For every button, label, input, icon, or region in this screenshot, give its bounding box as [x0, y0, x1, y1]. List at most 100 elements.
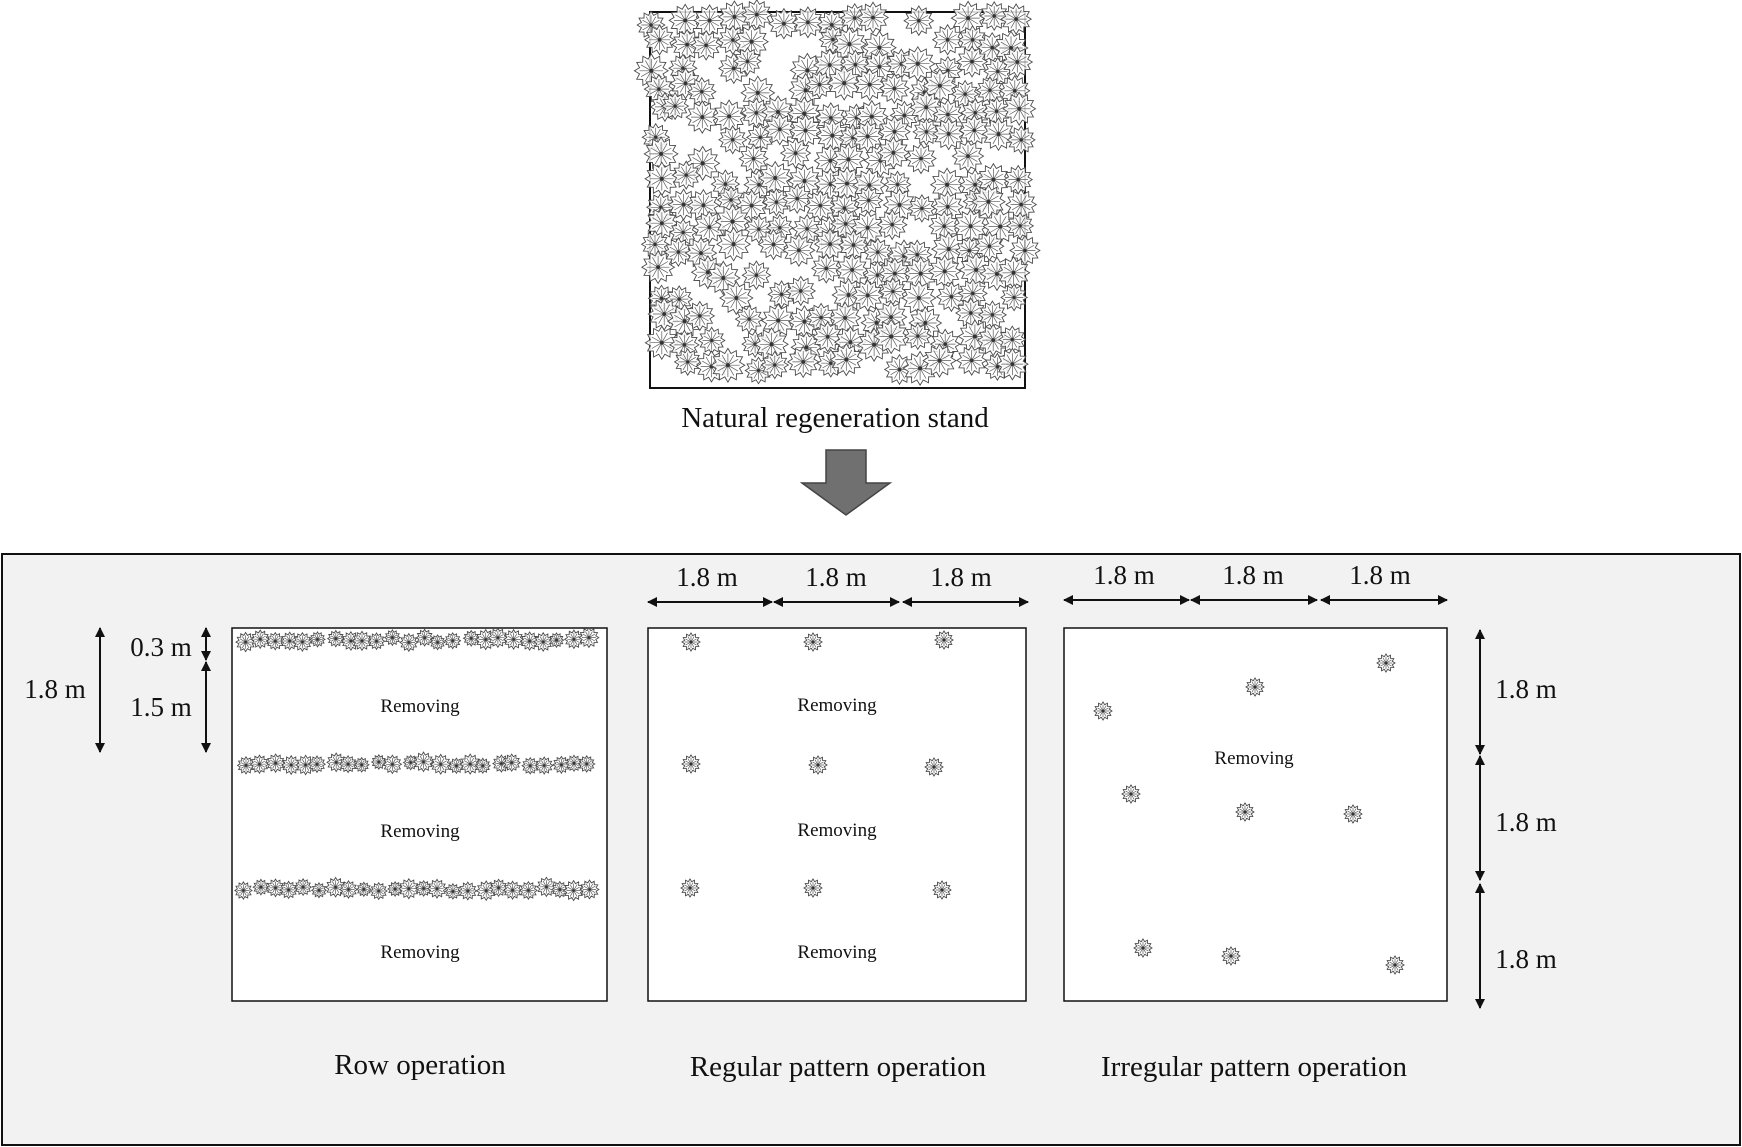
- row-removing-label: Removing: [380, 821, 460, 842]
- tree-icon: [681, 754, 701, 774]
- tree-icon: [1221, 946, 1241, 966]
- tree-icon: [808, 755, 828, 775]
- irregular-operation-caption: Irregular pattern operation: [1101, 1051, 1407, 1083]
- tree-icon: [640, 250, 676, 285]
- tree-icon: [519, 631, 540, 651]
- tree-icon: [912, 117, 941, 146]
- tree-icon: [415, 879, 433, 897]
- tree-icon: [671, 160, 701, 190]
- tree-icon: [402, 754, 419, 771]
- tree-icon: [382, 754, 403, 775]
- tree-icon: [856, 1, 890, 34]
- row-gap-label: 1.5 m: [130, 692, 192, 722]
- tree-icon: [878, 277, 907, 306]
- tree-icon: [669, 218, 698, 247]
- tree-icon: [1003, 164, 1034, 195]
- tree-icon: [339, 880, 358, 899]
- regular-removing-label: Removing: [797, 942, 877, 963]
- tree-icon: [309, 631, 326, 648]
- tree-icon: [951, 139, 985, 173]
- row-total-label: 1.8 m: [24, 674, 86, 704]
- row-removing-label: Removing: [380, 696, 460, 717]
- tree-icon: [851, 120, 884, 153]
- tree-icon: [252, 878, 270, 896]
- tree-icon: [1133, 938, 1153, 958]
- tree-icon: [1235, 802, 1255, 822]
- tree-icon: [552, 755, 571, 775]
- tree-icon: [294, 878, 313, 897]
- tree-icon: [1385, 955, 1405, 975]
- tree-icon: [838, 229, 869, 261]
- tree-icon: [458, 881, 478, 901]
- tree-icon: [369, 881, 388, 901]
- tree-icon: [768, 7, 800, 40]
- regular-operation-frame: [647, 627, 1027, 1002]
- tree-icon: [562, 879, 585, 902]
- tree-icon: [924, 757, 944, 777]
- tree-icon: [853, 68, 887, 102]
- tree-icon: [681, 632, 701, 652]
- tree-icon: [803, 878, 823, 898]
- tree-icon: [551, 880, 569, 899]
- tree-icon: [1121, 784, 1141, 804]
- tree-icon: [680, 878, 700, 898]
- tree-icon: [692, 210, 726, 244]
- tree-icon: [548, 632, 565, 649]
- tree-icon: [831, 142, 866, 177]
- natural-stand: Natural regeneration stand: [633, 0, 1041, 434]
- tree-icon: [854, 99, 889, 134]
- tree-icon: [981, 117, 1016, 152]
- tree-icon: [782, 233, 816, 267]
- tree-icon: [950, 79, 980, 109]
- tree-icon: [786, 345, 820, 379]
- tree-icon: [903, 322, 932, 351]
- tree-icon: [415, 628, 434, 647]
- tree-icon: [757, 228, 790, 261]
- irregular-trees: [1093, 653, 1405, 975]
- tree-icon: [1343, 804, 1363, 824]
- tree-icon: [487, 627, 509, 649]
- tree-icon: [387, 881, 404, 897]
- tree-icon: [444, 882, 462, 900]
- spacing-label: 1.8 m: [1495, 944, 1557, 974]
- row-removing-label: Removing: [380, 942, 460, 963]
- tree-icon: [351, 630, 373, 652]
- tree-icon: [685, 100, 720, 134]
- tree-icon: [687, 188, 720, 222]
- operations-panel: Removing Removing Removing Row operation…: [1, 553, 1741, 1146]
- tree-icon: [788, 113, 823, 148]
- tree-icon: [310, 882, 328, 899]
- tree-icon: [233, 881, 253, 900]
- tree-icon: [935, 281, 967, 313]
- tree-icon: [533, 631, 554, 652]
- tree-icon: [1000, 3, 1033, 36]
- tree-icon: [803, 632, 823, 652]
- spacing-label: 1.8 m: [1093, 560, 1155, 590]
- vertical-spacing-dimensions: 1.8 m 1.8 m 1.8 m: [1475, 629, 1557, 1009]
- tree-icon: [565, 754, 583, 773]
- tree-icon: [430, 753, 452, 775]
- tree-icon: [760, 350, 790, 380]
- tree-icon: [996, 255, 1031, 290]
- tree-icon: [927, 254, 962, 289]
- row-dimensions: 1.8 m 0.3 m 1.5 m: [24, 627, 211, 753]
- tree-icon: [1006, 125, 1036, 155]
- tree-icon: [235, 631, 257, 653]
- tree-icon: [521, 756, 540, 775]
- tree-icon: [955, 45, 989, 78]
- tree-icon: [1001, 46, 1034, 78]
- tree-icon: [932, 117, 966, 151]
- tree-icon: [876, 136, 910, 170]
- tree-icon: [644, 161, 680, 197]
- spacing-label: 1.8 m: [1495, 674, 1557, 704]
- tree-icon: [811, 321, 844, 353]
- tree-icon: [645, 206, 679, 240]
- tree-icon: [338, 754, 358, 774]
- tree-icon: [265, 631, 285, 651]
- tree-icon: [1245, 677, 1265, 697]
- tree-icon: [760, 303, 796, 339]
- tree-icon: [738, 143, 769, 174]
- tree-icon: [734, 304, 764, 334]
- tree-icon: [295, 754, 317, 776]
- regular-operation-panel: Removing Removing Removing Regular patte…: [647, 627, 1027, 1083]
